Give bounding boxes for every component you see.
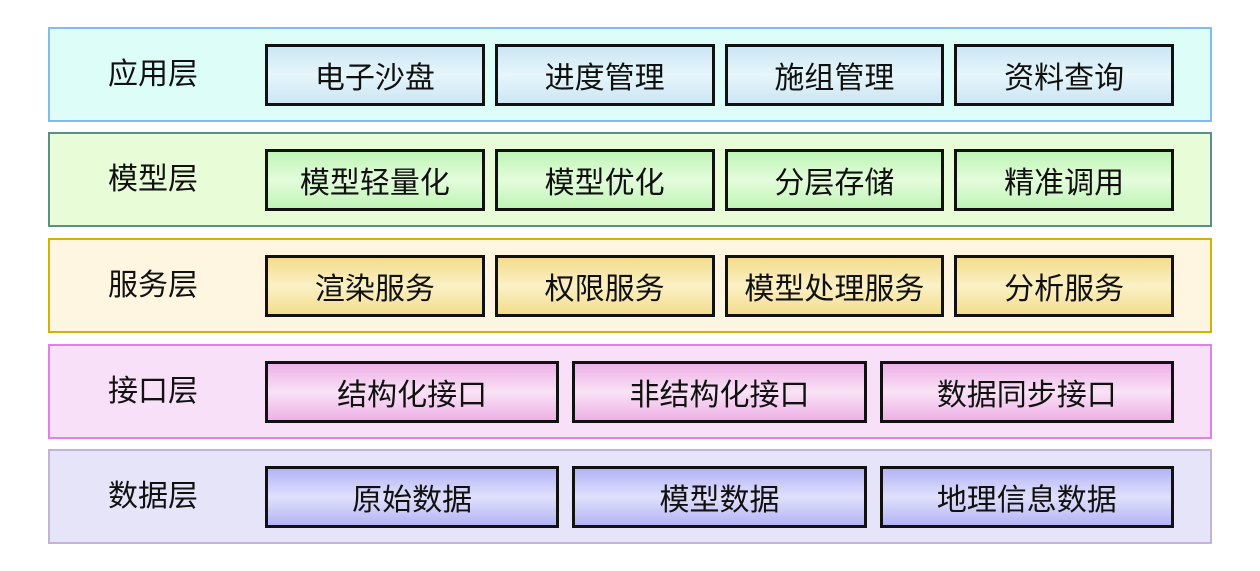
model-layer: 模型层 模型轻量化 模型优化 分层存储 精准调用 bbox=[48, 132, 1212, 227]
data-layer: 数据层 原始数据 模型数据 地理信息数据 bbox=[48, 449, 1212, 544]
service-layer: 服务层 渲染服务 权限服务 模型处理服务 分析服务 bbox=[48, 238, 1212, 333]
module-box: 模型处理服务 bbox=[724, 255, 945, 317]
module-box: 模型轻量化 bbox=[265, 149, 485, 211]
module-box: 电子沙盘 bbox=[265, 44, 485, 106]
module-box: 权限服务 bbox=[494, 255, 715, 317]
module-box: 原始数据 bbox=[265, 466, 560, 528]
layer-label: 接口层 bbox=[108, 374, 198, 409]
interface-layer: 接口层 结构化接口 非结构化接口 数据同步接口 bbox=[48, 344, 1212, 439]
layer-label: 数据层 bbox=[108, 479, 198, 514]
application-layer: 应用层 电子沙盘 进度管理 施组管理 资料查询 bbox=[48, 27, 1212, 122]
module-box: 分析服务 bbox=[954, 255, 1174, 317]
module-box: 资料查询 bbox=[954, 44, 1174, 106]
module-box: 模型优化 bbox=[494, 149, 715, 211]
layer-label: 服务层 bbox=[108, 268, 198, 303]
module-box: 结构化接口 bbox=[265, 361, 560, 423]
module-box: 施组管理 bbox=[724, 44, 945, 106]
module-box: 模型数据 bbox=[572, 466, 867, 528]
module-box: 数据同步接口 bbox=[879, 361, 1174, 423]
module-box: 分层存储 bbox=[724, 149, 945, 211]
layer-label: 模型层 bbox=[108, 162, 198, 197]
layer-label: 应用层 bbox=[108, 57, 198, 92]
module-box: 进度管理 bbox=[494, 44, 715, 106]
module-box: 地理信息数据 bbox=[879, 466, 1174, 528]
module-box: 非结构化接口 bbox=[572, 361, 867, 423]
module-box: 精准调用 bbox=[954, 149, 1174, 211]
module-box: 渲染服务 bbox=[265, 255, 485, 317]
